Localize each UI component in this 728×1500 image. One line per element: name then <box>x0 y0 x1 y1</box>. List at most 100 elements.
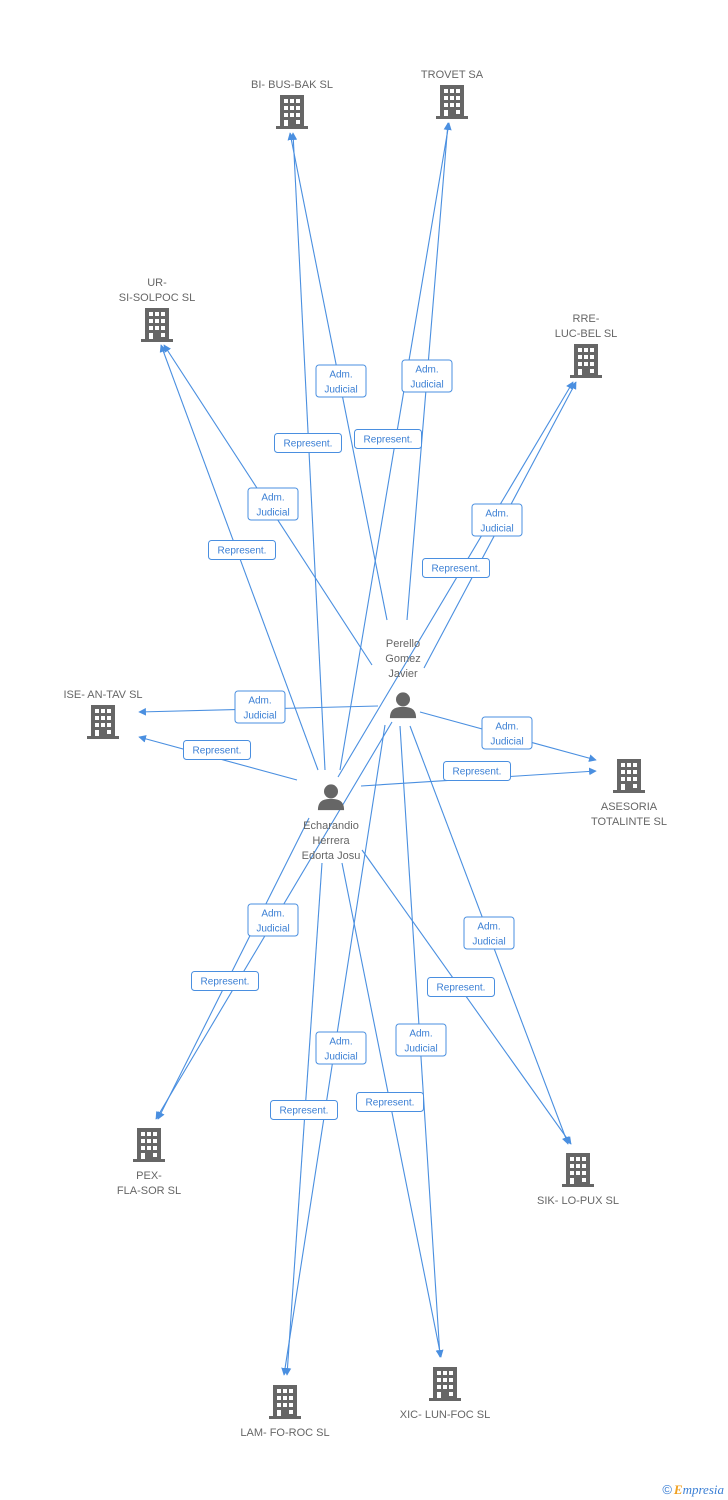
building-icon <box>141 308 173 342</box>
brand-initial: E <box>673 1482 683 1497</box>
edge-label-text: Judicial <box>410 380 443 391</box>
node-label: Gomez <box>385 653 420 665</box>
edge-label-box <box>463 916 515 950</box>
edge-label-box <box>234 690 286 724</box>
edge-label-echarandio-bibusbak[interactable]: Represent. <box>274 433 342 453</box>
edge-label-echarandio-lamforoc[interactable]: Represent. <box>270 1100 338 1120</box>
edge-echarandio-rrelucbel <box>337 381 574 778</box>
building-icon <box>429 1367 461 1401</box>
company-node-iseantav[interactable]: ISE- AN-TAV SL <box>63 689 143 739</box>
edge-label-echarandio-iseantav[interactable]: Represent. <box>183 740 251 760</box>
edge-label-echarandio-siklopux[interactable]: Represent. <box>427 977 495 997</box>
node-label: PEX- <box>136 1170 162 1182</box>
brand-name: mpresia <box>682 1482 724 1497</box>
edge-label-perello-asesoria[interactable]: Adm.Judicial <box>481 716 533 750</box>
edge-labels-layer: Adm.JudicialRepresent.Adm.JudicialRepres… <box>183 359 533 1120</box>
edge-label-text: Judicial <box>404 1044 437 1055</box>
node-label: XIC- LUN-FOC SL <box>400 1409 490 1421</box>
node-label: BI- BUS-BAK SL <box>251 79 333 91</box>
edge-label-perello-siklopux[interactable]: Adm.Judicial <box>463 916 515 950</box>
edge-label-text: Adm. <box>495 722 518 733</box>
edge-label-text: Judicial <box>256 508 289 519</box>
edge-label-box <box>270 1100 338 1120</box>
edge-label-box <box>356 1092 424 1112</box>
edge-label-box <box>274 433 342 453</box>
node-label: SI-SOLPOC SL <box>119 292 195 304</box>
edge-label-text: Represent. <box>201 977 250 988</box>
edge-label-perello-lamforoc[interactable]: Adm. Judicial <box>315 1031 367 1065</box>
company-node-rrelucbel[interactable]: RRE-LUC-BEL SL <box>555 313 618 378</box>
edge-label-box <box>208 540 276 560</box>
edge-label-text: Adm. <box>248 696 271 707</box>
edge-label-perello-pexflasor[interactable]: Adm.Judicial <box>247 903 299 937</box>
node-label: UR- <box>147 277 167 289</box>
company-node-siklopux[interactable]: SIK- LO-PUX SL <box>537 1153 619 1207</box>
edge-label-perello-rrelucbel[interactable]: Adm. Judicial <box>471 503 523 537</box>
nodes-layer: BI- BUS-BAK SL TROVET SA UR- SI-SOLPOC SL RR… <box>63 69 667 1439</box>
node-label: LAM- FO-ROC SL <box>240 1427 329 1439</box>
edge-label-text: Judicial <box>480 524 513 535</box>
edge-label-perello-xiclunfoc[interactable]: Adm. Judicial <box>395 1023 447 1057</box>
edge-label-echarandio-xiclunfoc[interactable]: Represent. <box>356 1092 424 1112</box>
edge-label-text: Adm. <box>329 1037 352 1048</box>
edge-label-text: Represent. <box>364 435 413 446</box>
node-label: ISE- AN-TAV SL <box>63 689 142 701</box>
edge-label-echarandio-ursisolpoc[interactable]: Represent. <box>208 540 276 560</box>
empresia-brand[interactable]: ©Empresia <box>662 1482 724 1498</box>
company-node-lamforoc[interactable]: LAM- FO-ROC SL <box>240 1385 330 1439</box>
company-node-pexflasor[interactable]: PEX- FLA-SOR SL <box>117 1128 181 1197</box>
building-icon <box>570 344 602 378</box>
edge-label-echarandio-trovet[interactable]: Represent. <box>354 429 422 449</box>
edge-label-text: Judicial <box>256 924 289 935</box>
company-node-xiclunfoc[interactable]: XIC- LUN-FOC SL <box>400 1367 490 1421</box>
edge-label-text: Judicial <box>324 1052 357 1063</box>
edge-label-text: Represent. <box>453 767 502 778</box>
edge-label-echarandio-rrelucbel[interactable]: Represent. <box>422 558 490 578</box>
edge-label-box <box>481 716 533 750</box>
edge-label-echarandio-pexflasor[interactable]: Represent. <box>191 971 259 991</box>
edge-label-box <box>471 503 523 537</box>
edge-label-perello-bibusbak[interactable]: Adm.Judicial <box>315 364 367 398</box>
edge-label-text: Adm. <box>261 493 284 504</box>
edge-label-perello-trovet[interactable]: Adm. Judicial <box>401 359 453 393</box>
edge-label-text: Judicial <box>324 385 357 396</box>
edge-label-text: Represent. <box>218 546 267 557</box>
company-node-trovet[interactable]: TROVET SA <box>421 69 484 119</box>
edge-label-text: Judicial <box>472 937 505 948</box>
edge-label-perello-iseantav[interactable]: Adm. Judicial <box>234 690 286 724</box>
edge-label-box <box>183 740 251 760</box>
edge-label-text: Represent. <box>193 746 242 757</box>
edge-label-echarandio-asesoria[interactable]: Represent. <box>443 761 511 781</box>
node-label: TROVET SA <box>421 69 484 81</box>
edge-label-text: Adm. <box>409 1029 432 1040</box>
edge-label-box <box>443 761 511 781</box>
company-node-ursisolpoc[interactable]: UR- SI-SOLPOC SL <box>119 277 195 342</box>
edge-label-text: Judicial <box>243 711 276 722</box>
edge-label-box <box>315 364 367 398</box>
edge-label-box <box>247 903 299 937</box>
node-label: RRE- <box>573 313 600 325</box>
node-label: Javier <box>388 668 418 680</box>
edge-label-text: Adm. <box>485 509 508 520</box>
edge-label-box <box>247 487 299 521</box>
edge-label-text: Represent. <box>280 1106 329 1117</box>
building-icon <box>436 85 468 119</box>
person-icon <box>389 692 417 719</box>
building-icon <box>133 1128 165 1162</box>
edge-label-perello-ursisolpoc[interactable]: Adm. Judicial <box>247 487 299 521</box>
node-label: Echarandio <box>303 820 359 832</box>
edge-label-box <box>395 1023 447 1057</box>
company-node-bibusbak[interactable]: BI- BUS-BAK SL <box>251 79 333 129</box>
building-icon <box>269 1385 301 1419</box>
node-label: FLA-SOR SL <box>117 1185 181 1197</box>
node-label: SIK- LO-PUX SL <box>537 1195 619 1207</box>
node-label: ASESORIA <box>601 801 658 813</box>
edge-label-box <box>315 1031 367 1065</box>
edge-label-text: Adm. <box>415 365 438 376</box>
node-label: Edorta Josu <box>302 850 361 862</box>
building-icon <box>276 95 308 129</box>
